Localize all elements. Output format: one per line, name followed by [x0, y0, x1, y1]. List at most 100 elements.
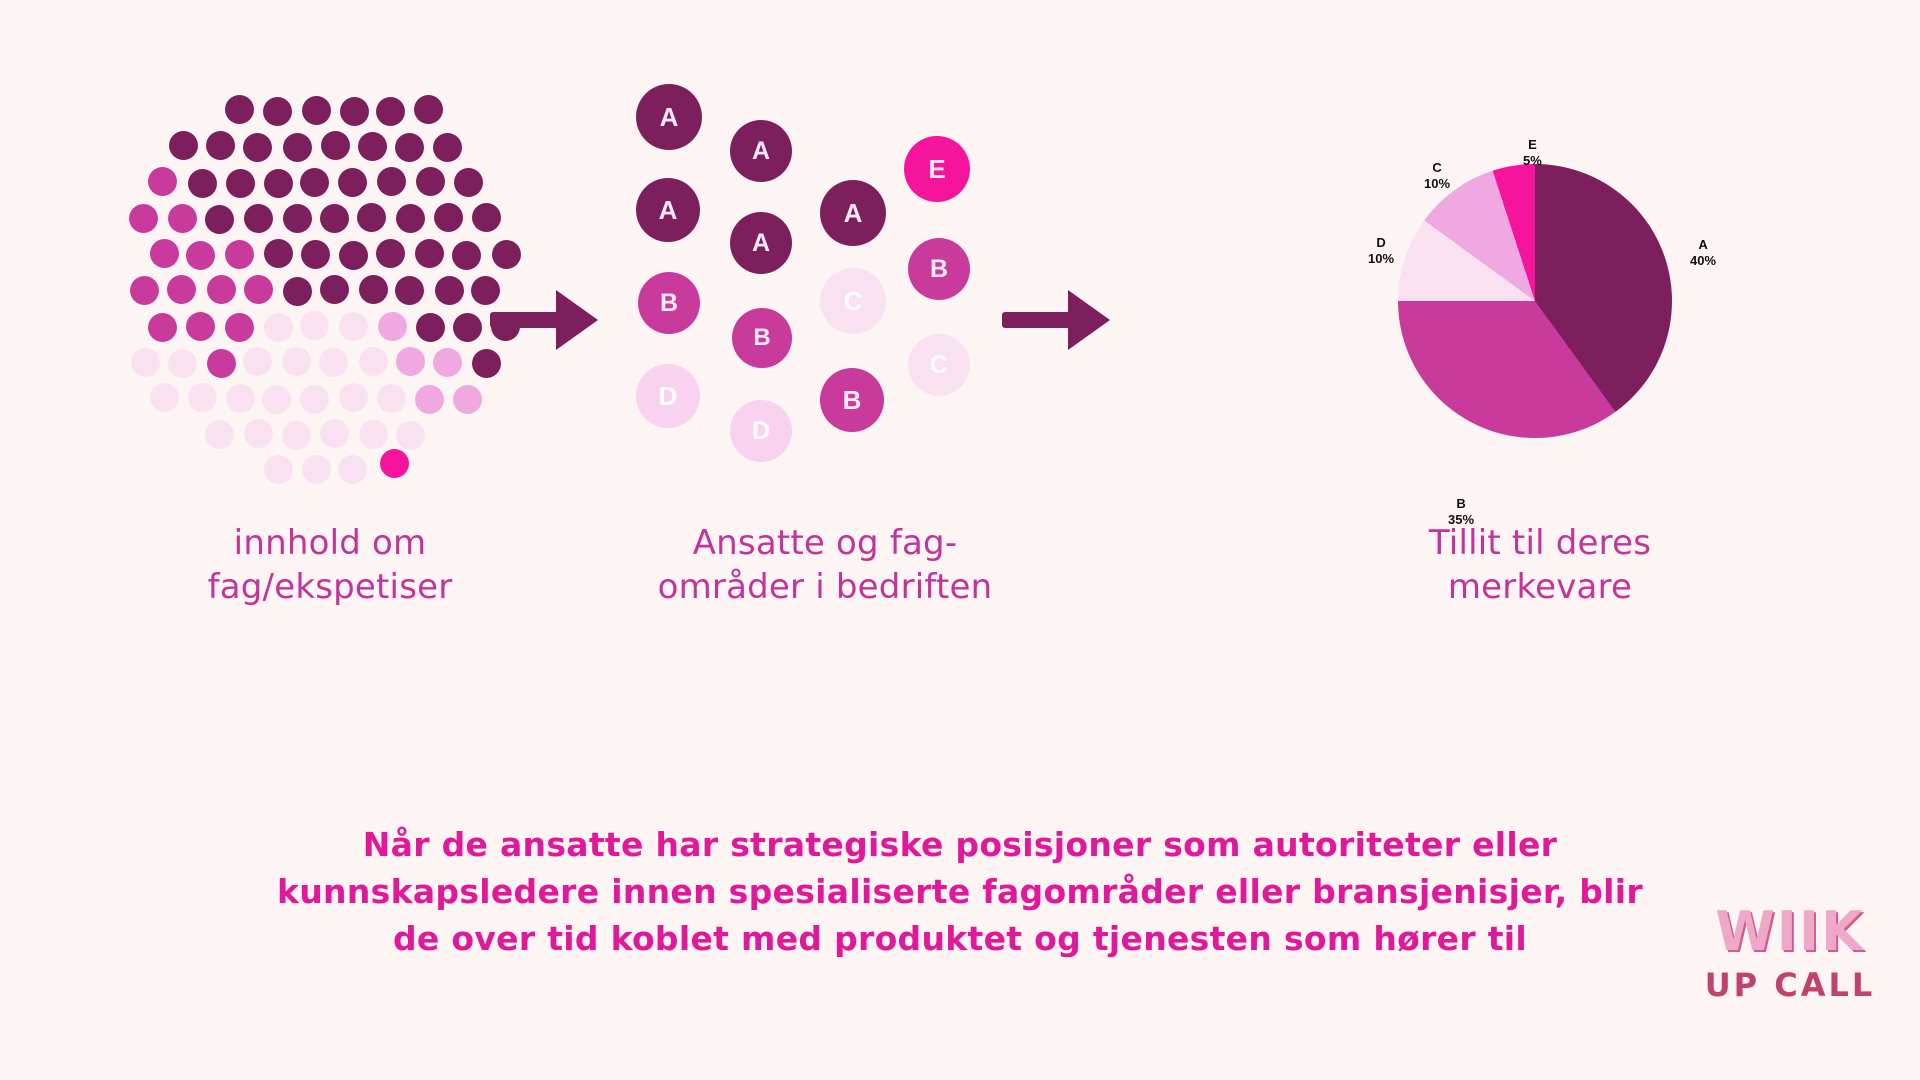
matrix-dot: [301, 96, 331, 126]
arrow-2-icon: [1002, 290, 1112, 350]
pie-slice-value: 10%: [1368, 251, 1395, 267]
pie-slice-key: C: [1432, 160, 1442, 175]
matrix-dot: [432, 132, 462, 162]
matrix-dot: [319, 204, 349, 234]
matrix-dot: [375, 97, 405, 127]
matrix-dot: [358, 131, 388, 161]
lettered-circle-label: B: [842, 384, 862, 415]
matrix-dot: [147, 166, 177, 196]
matrix-dot: [340, 97, 370, 127]
matrix-dot: [395, 133, 425, 163]
pie-slice-value: 35%: [1448, 512, 1475, 528]
lettered-circle-label: D: [658, 380, 678, 411]
matrix-dot: [359, 419, 389, 449]
matrix-dot: [131, 347, 161, 377]
matrix-dot: [185, 241, 215, 271]
matrix-dot: [242, 132, 272, 162]
pie-slice-key: A: [1698, 237, 1708, 252]
caption-dots: innhold om fag/ekspetiser: [207, 523, 453, 607]
matrix-dot: [244, 203, 274, 233]
pie-slice-value: 5%: [1523, 153, 1542, 169]
logo-line-2: UP CALL: [1704, 966, 1876, 1004]
matrix-dot: [377, 383, 407, 413]
matrix-dot: [470, 275, 500, 305]
lettered-circle: A: [730, 212, 792, 274]
matrix-dot: [453, 313, 482, 343]
dot-matrix-panel: [129, 60, 521, 500]
matrix-dot: [262, 384, 292, 414]
matrix-dot: [376, 239, 406, 269]
matrix-dot: [415, 385, 445, 415]
matrix-dot: [129, 203, 159, 233]
matrix-dot: [225, 240, 255, 270]
lettered-circle: B: [820, 368, 884, 432]
pie-chart-circle: [1398, 164, 1672, 438]
matrix-dot: [300, 239, 330, 269]
matrix-dot: [205, 205, 235, 235]
logo-line-1: WIIK: [1715, 900, 1865, 963]
matrix-dot-accent: [380, 449, 409, 478]
brand-logo: WIIK UP CALL: [1690, 900, 1890, 1004]
lettered-circle: C: [820, 268, 886, 334]
matrix-dot: [282, 204, 312, 234]
matrix-dot: [147, 313, 177, 343]
lettered-circle: A: [820, 180, 886, 246]
lettered-circle-label: C: [929, 350, 949, 379]
matrix-dot: [376, 167, 406, 197]
lettered-circle: B: [908, 238, 970, 300]
matrix-dot: [300, 311, 330, 341]
lettered-circle-label: B: [753, 324, 771, 351]
lettered-circle-label: A: [843, 197, 863, 228]
pie-slice-key: D: [1376, 235, 1386, 250]
lettered-circle: B: [732, 308, 792, 368]
matrix-dot: [204, 420, 234, 450]
matrix-dot: [338, 383, 368, 413]
matrix-dot: [395, 275, 425, 305]
matrix-dot: [433, 348, 463, 378]
lettered-circle: E: [904, 136, 970, 202]
matrix-dot: [358, 347, 388, 377]
matrix-dot: [358, 275, 388, 305]
matrix-dot: [454, 168, 484, 198]
matrix-dot: [282, 420, 312, 450]
lettered-circle-label: A: [659, 101, 679, 132]
lettered-circle: A: [636, 178, 700, 242]
matrix-dot: [415, 238, 445, 268]
matrix-dot: [396, 347, 426, 377]
pie-slice-key: E: [1528, 137, 1537, 152]
matrix-dot: [339, 240, 369, 270]
matrix-dot: [283, 276, 313, 306]
matrix-dot: [472, 349, 502, 379]
lettered-circle: B: [638, 272, 700, 334]
matrix-dot: [243, 347, 273, 377]
matrix-dot: [244, 274, 274, 304]
matrix-dot: [167, 348, 197, 378]
lettered-circle: D: [730, 400, 792, 462]
matrix-dot: [186, 312, 216, 342]
matrix-dot: [299, 167, 329, 197]
arrow-1-icon: [490, 290, 600, 350]
matrix-dot: [226, 168, 256, 198]
matrix-dot: [377, 312, 407, 342]
matrix-dot: [320, 418, 350, 448]
matrix-dot: [264, 168, 293, 198]
matrix-dot: [452, 240, 482, 270]
lettered-circle-label: A: [751, 228, 771, 257]
matrix-dot: [207, 275, 237, 305]
matrix-dot: [319, 275, 349, 305]
matrix-dot: [205, 130, 235, 160]
pie-slice-value: 10%: [1424, 176, 1451, 192]
matrix-dot: [414, 95, 444, 125]
matrix-dot: [338, 311, 368, 341]
pie-chart: [1398, 164, 1672, 438]
matrix-dot: [207, 349, 237, 379]
matrix-dot: [281, 346, 311, 376]
matrix-dot: [225, 383, 255, 413]
matrix-dot: [471, 202, 501, 232]
